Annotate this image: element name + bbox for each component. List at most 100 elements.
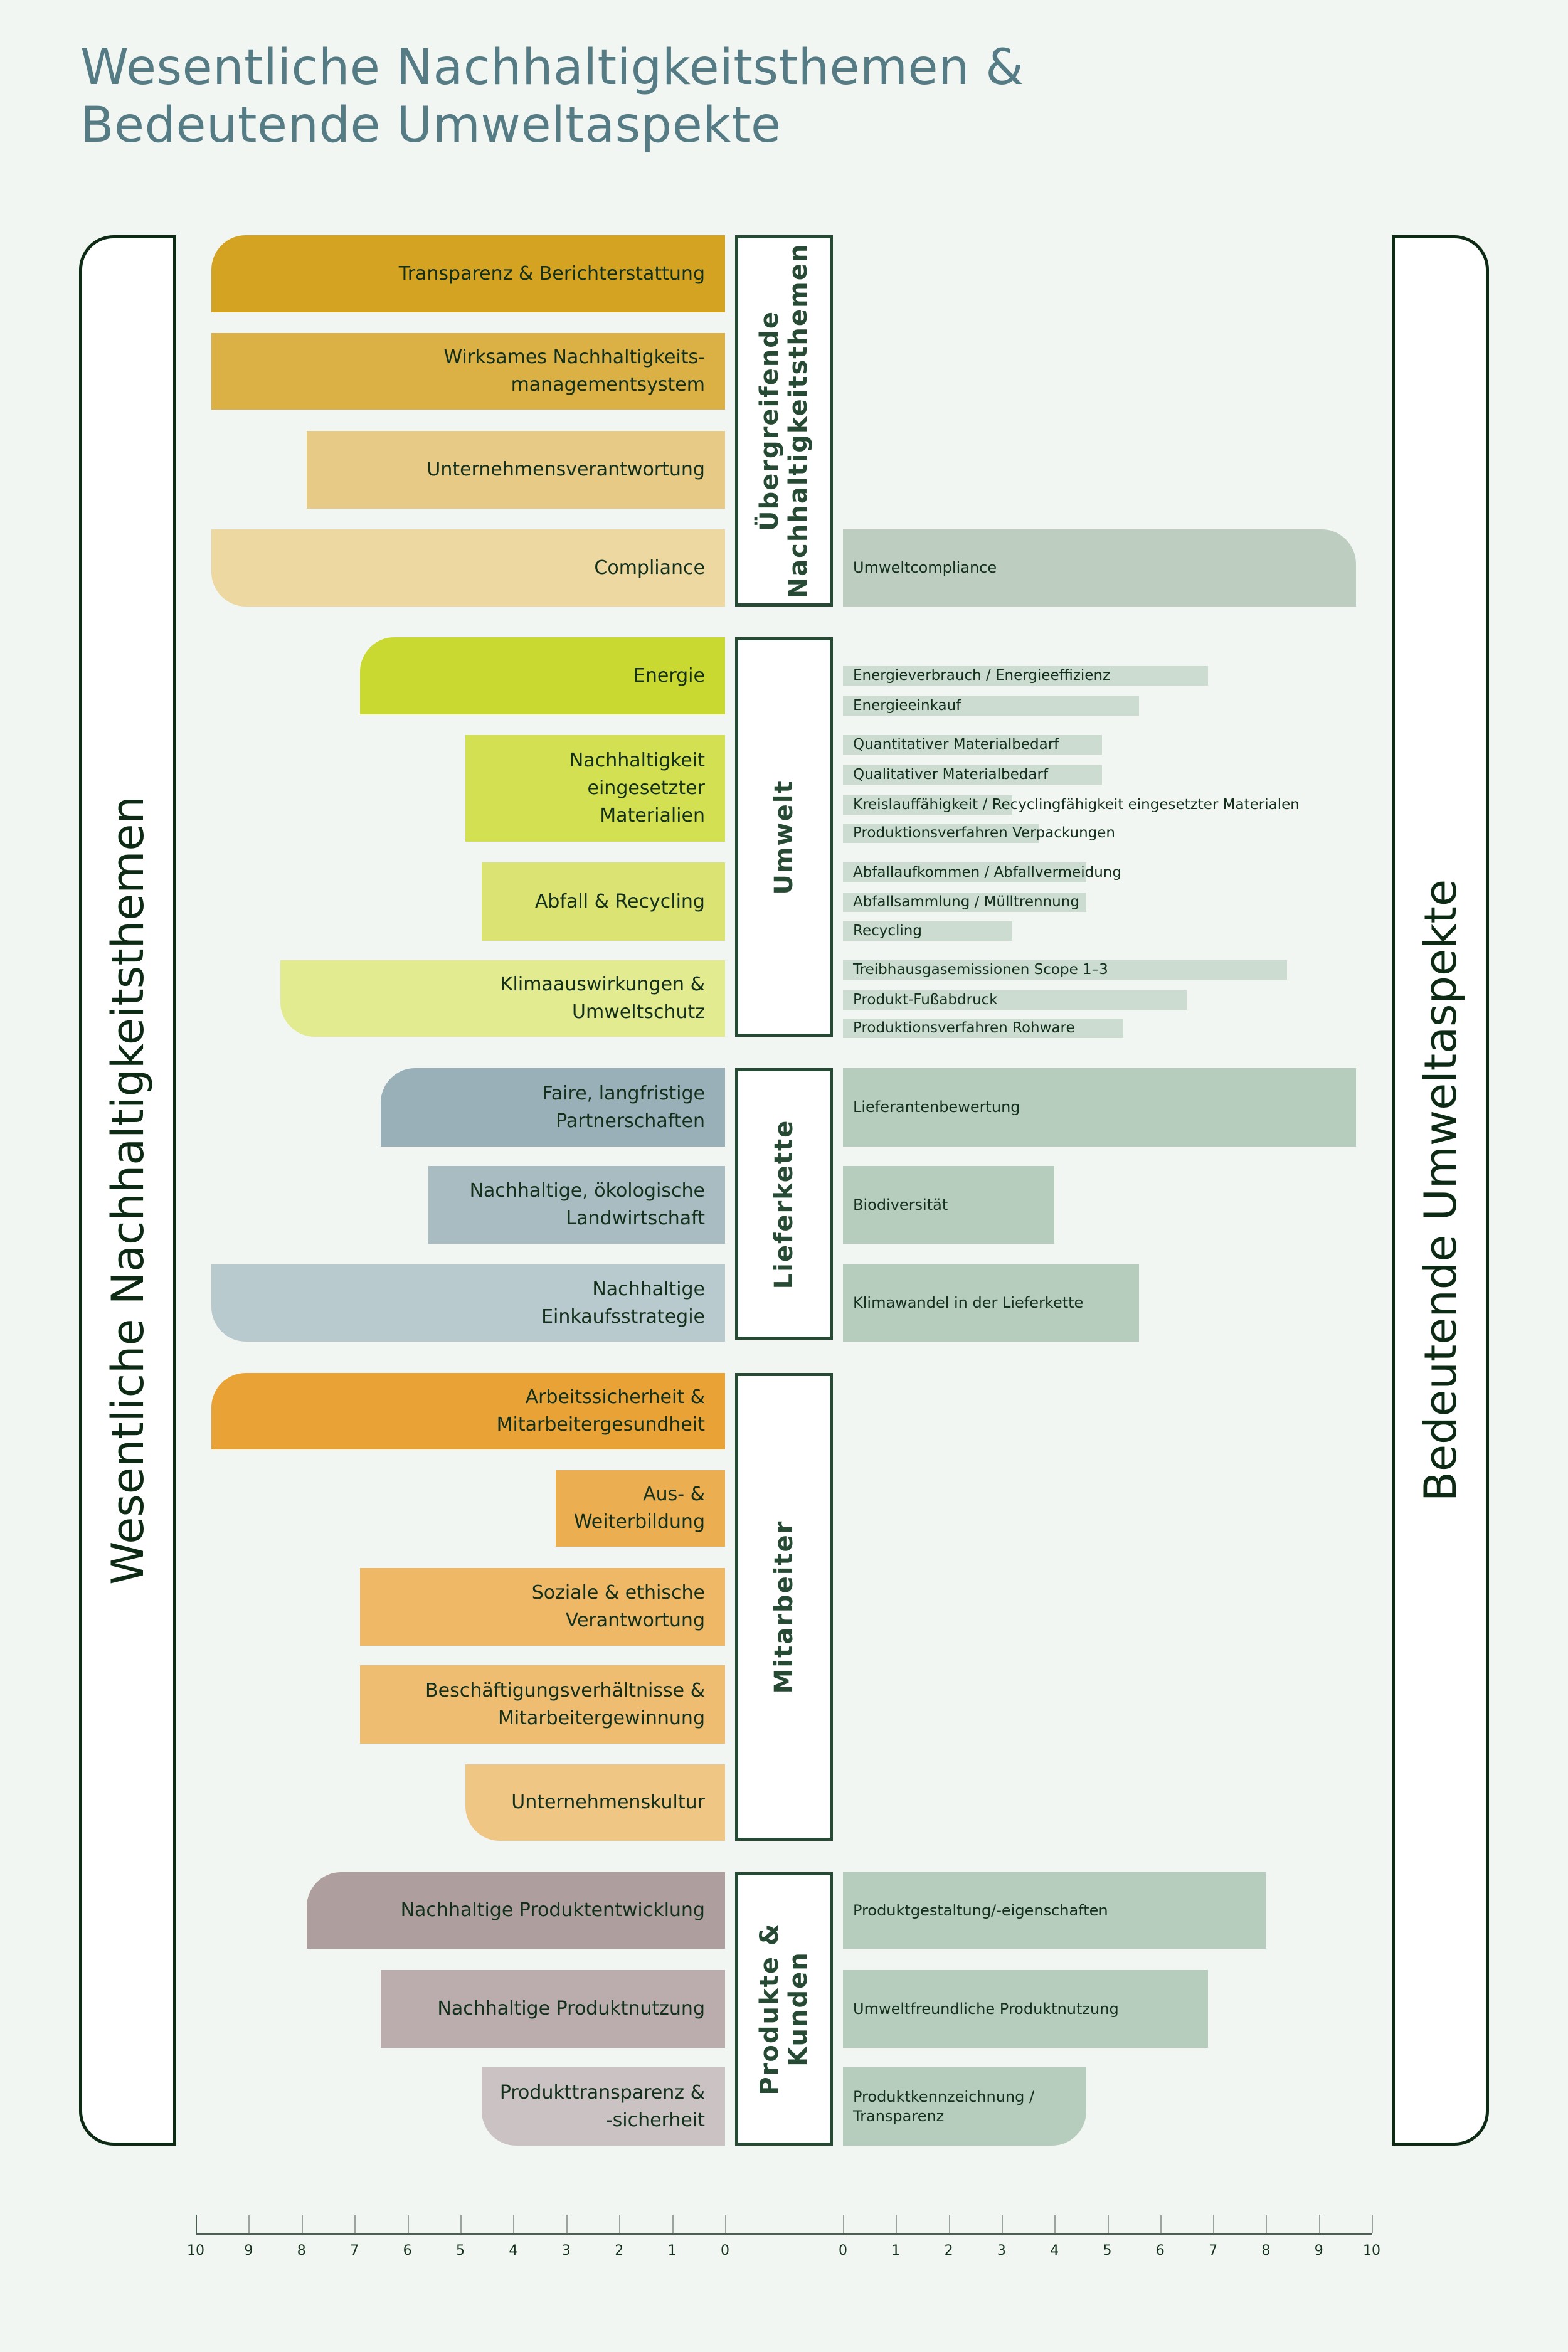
left-frame-label: Wesentliche Nachhaltigkeitsthemen — [102, 796, 154, 1585]
category-box: Lieferkette — [735, 1068, 833, 1340]
category-box: Umwelt — [735, 637, 833, 1037]
left-bar: Aus- &Weiterbildung — [555, 1470, 725, 1547]
category-label: Mitarbeiter — [770, 1520, 798, 1694]
left-bar: Unternehmenskultur — [465, 1764, 725, 1841]
right-detail-bar: Recycling — [843, 921, 1012, 941]
right-detail-bar-label: Treibhausgasemissionen Scope 1–3 — [853, 961, 1108, 978]
right-bar-label: Biodiversität — [853, 1195, 948, 1214]
right-axis-tick — [896, 2215, 898, 2233]
right-axis-tick-label: 0 — [839, 2243, 847, 2259]
left-axis-tick-label: 0 — [721, 2243, 729, 2259]
right-axis-tick-label: 5 — [1103, 2243, 1112, 2259]
left-bar-label: Beschäftigungsverhältnisse &Mitarbeiterg… — [425, 1679, 705, 1729]
right-detail-bar-label: Abfallaufkommen / Abfallvermeidung — [853, 864, 1121, 881]
right-bar: Lieferantenbewertung — [843, 1068, 1356, 1147]
right-axis-tick-label: 1 — [891, 2243, 901, 2259]
left-bar-label: Nachhaltige Produktentwicklung — [400, 1899, 705, 1921]
left-bar-label: Aus- &Weiterbildung — [573, 1483, 705, 1533]
right-axis-tick-label: 7 — [1209, 2243, 1218, 2259]
left-axis-tick-label: 4 — [509, 2243, 518, 2259]
left-bar: Energie — [359, 637, 725, 714]
right-detail-bar: Treibhausgasemissionen Scope 1–3 — [843, 960, 1288, 980]
right-detail-bar: Kreislauffähigkeit / Recyclingfähigkeit … — [843, 795, 1300, 815]
left-bar-label: Nachhaltige Produktnutzung — [437, 1998, 705, 2020]
left-axis-tick — [407, 2215, 409, 2233]
title-line-1: Wesentliche Nachhaltigkeitsthemen & — [80, 40, 1024, 96]
left-bar: Abfall & Recycling — [481, 862, 725, 941]
page-title: Wesentliche Nachhaltigkeitsthemen & Bede… — [80, 39, 1024, 154]
category-label: Lieferkette — [770, 1119, 798, 1289]
left-axis-tick — [354, 2215, 356, 2233]
left-axis-tick-label: 8 — [297, 2243, 306, 2259]
left-bar: Unternehmensverantwortung — [307, 431, 725, 509]
left-bar-label: Arbeitssicherheit &Mitarbeitergesundheit — [496, 1386, 705, 1436]
right-bar: Klimawandel in der Lieferkette — [843, 1264, 1140, 1342]
category-label: Produkte &Kunden — [755, 1922, 813, 2095]
right-axis-tick — [1318, 2215, 1320, 2233]
right-bar: Umweltcompliance — [843, 529, 1356, 607]
left-axis-tick-label: 1 — [667, 2243, 677, 2259]
left-axis-tick — [196, 2215, 197, 2233]
left-bar: Produkttransparenz &-sicherheit — [481, 2067, 725, 2146]
right-bar-label: Produktgestaltung/-eigenschaften — [853, 1901, 1108, 1919]
right-detail-bar-label: Energieeinkauf — [853, 697, 961, 714]
right-detail-bar-label: Produkt-Fußabdruck — [853, 992, 998, 1008]
left-axis-tick — [301, 2215, 303, 2233]
left-bar-label: Unternehmenskultur — [511, 1791, 705, 1813]
right-detail-bar-label: Recycling — [853, 923, 922, 939]
right-axis-tick — [1372, 2215, 1373, 2233]
right-detail-bar-label: Produktionsverfahren Rohware — [853, 1020, 1075, 1036]
left-bar: Beschäftigungsverhältnisse &Mitarbeiterg… — [359, 1665, 725, 1744]
left-frame: Wesentliche Nachhaltigkeitsthemen — [79, 235, 176, 2146]
left-bar: Compliance — [211, 529, 725, 607]
left-axis-tick — [513, 2215, 515, 2233]
right-bar: Produktgestaltung/-eigenschaften — [843, 1872, 1266, 1949]
left-bar: Klimaauswirkungen &Umweltschutz — [280, 960, 725, 1037]
left-axis-tick-label: 10 — [187, 2243, 204, 2259]
right-detail-bar-label: Produktionsverfahren Verpackungen — [853, 825, 1115, 841]
right-detail-bar: Produktionsverfahren Rohware — [843, 1019, 1123, 1038]
left-axis-tick-label: 7 — [350, 2243, 359, 2259]
right-axis-tick — [1266, 2215, 1268, 2233]
right-bar-label: Produktkennzeichnung /Transparenz — [853, 2087, 1035, 2125]
left-bar-label: Transparenz & Berichterstattung — [398, 262, 705, 285]
right-frame-label: Bedeutende Umweltaspekte — [1414, 879, 1466, 1502]
right-axis-line — [787, 2233, 1372, 2235]
right-bar: Produktkennzeichnung /Transparenz — [843, 2067, 1086, 2146]
right-frame: Bedeutende Umweltaspekte — [1392, 235, 1489, 2146]
right-detail-bar: Energieverbrauch / Energieeffizienz — [843, 666, 1208, 686]
left-axis-tick-label: 9 — [244, 2243, 253, 2259]
right-detail-bar-label: Qualitativer Materialbedarf — [853, 766, 1049, 783]
right-detail-bar: Energieeinkauf — [843, 696, 1140, 716]
right-detail-bar: Produkt-Fußabdruck — [843, 990, 1187, 1010]
left-axis-tick — [619, 2215, 621, 2233]
right-bar-label: Klimawandel in der Lieferkette — [853, 1294, 1084, 1311]
left-bar-label: Produkttransparenz &-sicherheit — [499, 2081, 705, 2131]
left-axis-tick — [460, 2215, 462, 2233]
right-bar: Umweltfreundliche Produktnutzung — [843, 1970, 1208, 2048]
left-axis-tick-label: 3 — [561, 2243, 571, 2259]
right-detail-bar-label: Energieverbrauch / Energieeffizienz — [853, 667, 1111, 684]
left-bar-label: Klimaauswirkungen &Umweltschutz — [500, 973, 705, 1023]
right-axis-tick-label: 9 — [1314, 2243, 1323, 2259]
left-bar: Wirksames Nachhaltigkeits-managementsyst… — [211, 333, 725, 410]
right-detail-bar-label: Abfallsammlung / Mülltrennung — [853, 894, 1079, 910]
left-bar-label: Energie — [633, 664, 705, 687]
right-detail-bar-label: Kreislauffähigkeit / Recyclingfähigkeit … — [853, 797, 1300, 813]
right-axis-tick — [1054, 2215, 1056, 2233]
left-bar: Transparenz & Berichterstattung — [211, 235, 725, 312]
right-detail-bar: Abfallaufkommen / Abfallvermeidung — [843, 862, 1121, 882]
title-line-2: Bedeutende Umweltaspekte — [80, 97, 781, 154]
right-axis-tick — [1213, 2215, 1215, 2233]
right-axis-tick-label: 4 — [1050, 2243, 1059, 2259]
